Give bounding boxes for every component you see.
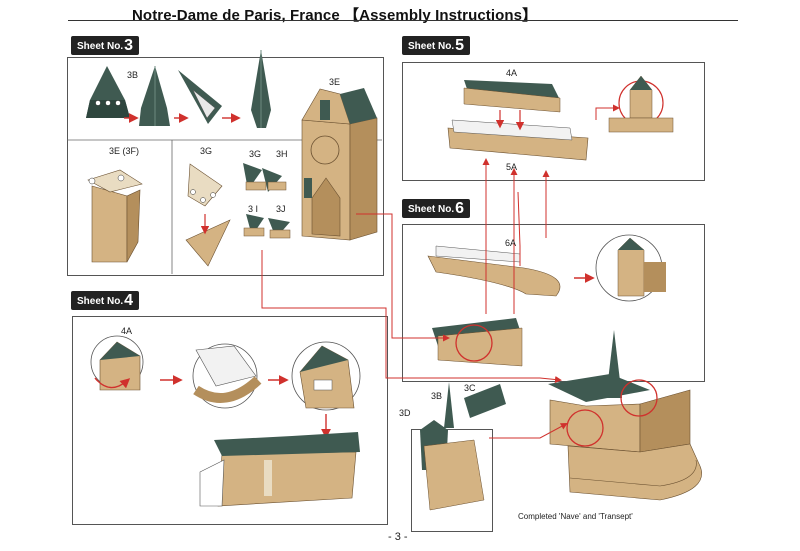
roof-3c-small — [464, 384, 506, 418]
sheet4-number: 4 — [124, 292, 134, 309]
completed-caption: Completed 'Nave' and 'Transept' — [518, 512, 633, 521]
part-3g-3h — [243, 163, 287, 192]
sheet5-number: 5 — [455, 37, 465, 54]
connector-3i-to-model — [261, 250, 562, 383]
sheet3-prefix: Sheet No. — [77, 41, 124, 52]
label-3d: 3D — [399, 408, 411, 418]
sheet6-badge: Sheet No.6 — [402, 199, 471, 218]
sheet3-number: 3 — [124, 37, 134, 54]
label-3h: 3H — [276, 149, 288, 159]
spire-part-inserted — [178, 70, 222, 124]
sheet4-step1 — [90, 335, 144, 391]
page-number: - 3 - — [388, 531, 408, 543]
sheet6-prefix: Sheet No. — [408, 204, 455, 215]
transept-3d-assembly — [420, 420, 485, 511]
connector-6a — [517, 191, 521, 266]
label-3g-small: 3G — [249, 149, 262, 159]
part-3e-3f — [87, 169, 143, 263]
label-3b-small: 3B — [431, 391, 443, 401]
corner-detail-circle — [595, 234, 666, 302]
sheet4-step3 — [291, 341, 361, 411]
page-title: Notre-Dame de Paris, France 【Assembly In… — [132, 7, 538, 24]
title-rule — [68, 20, 738, 21]
connector-3e-to-6 — [356, 213, 450, 342]
nave-wall-4a — [199, 432, 360, 507]
connector-3d-to-model — [489, 423, 568, 439]
completed-nave-transept — [548, 330, 702, 501]
label-3g: 3G — [200, 146, 213, 156]
nave-roof-5a — [447, 80, 589, 161]
sheet3-badge: Sheet No.3 — [71, 36, 140, 55]
sheet6-number: 6 — [455, 200, 465, 217]
label-3e-3f: 3E (3F) — [109, 146, 140, 156]
connector-5-to-tower — [595, 104, 620, 120]
sheet4-prefix: Sheet No. — [77, 296, 124, 307]
spire-3b-small — [444, 382, 454, 428]
tower-base-circle — [608, 75, 674, 133]
nave-base-assembly — [432, 318, 523, 367]
label-3e: 3E — [329, 77, 341, 87]
base-6a — [427, 245, 561, 297]
spire-part-finished — [251, 50, 271, 128]
label-4a-sheet5: 4A — [506, 68, 518, 78]
part-3i-3j — [243, 214, 291, 239]
label-3j: 3J — [276, 204, 286, 214]
label-4a: 4A — [121, 326, 133, 336]
spire-part-folded — [139, 66, 170, 126]
label-3b: 3B — [127, 70, 139, 80]
sheet4-badge: Sheet No.4 — [71, 291, 140, 310]
label-3i: 3 I — [248, 204, 259, 214]
part-3g — [185, 163, 231, 267]
facade-tower-3e — [301, 88, 378, 241]
sheet5-prefix: Sheet No. — [408, 41, 455, 52]
sheet4-step2 — [192, 343, 262, 409]
spire-part-flat — [86, 66, 130, 118]
label-3c: 3C — [464, 383, 476, 393]
label-6a: 6A — [505, 238, 517, 248]
sheet5-badge: Sheet No.5 — [402, 36, 471, 55]
label-5a: 5A — [506, 162, 518, 172]
